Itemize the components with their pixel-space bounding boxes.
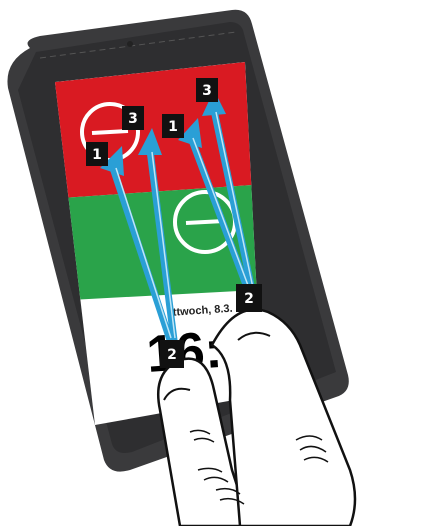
left-step-1-badge: 1 <box>86 142 108 166</box>
left-step-2-badge: 2 <box>160 340 184 368</box>
front-camera-icon <box>127 41 133 47</box>
step-number: 3 <box>202 83 212 99</box>
right-step-2-badge: 2 <box>236 284 262 312</box>
step-number: 1 <box>168 119 178 135</box>
step-number: 3 <box>128 111 138 127</box>
right-step-3-badge: 3 <box>196 78 218 102</box>
step-number: 1 <box>92 147 102 163</box>
right-step-1-badge: 1 <box>162 114 184 138</box>
left-step-3-badge: 3 <box>122 106 144 130</box>
step-number: 2 <box>244 291 254 307</box>
step-number: 2 <box>167 347 177 363</box>
